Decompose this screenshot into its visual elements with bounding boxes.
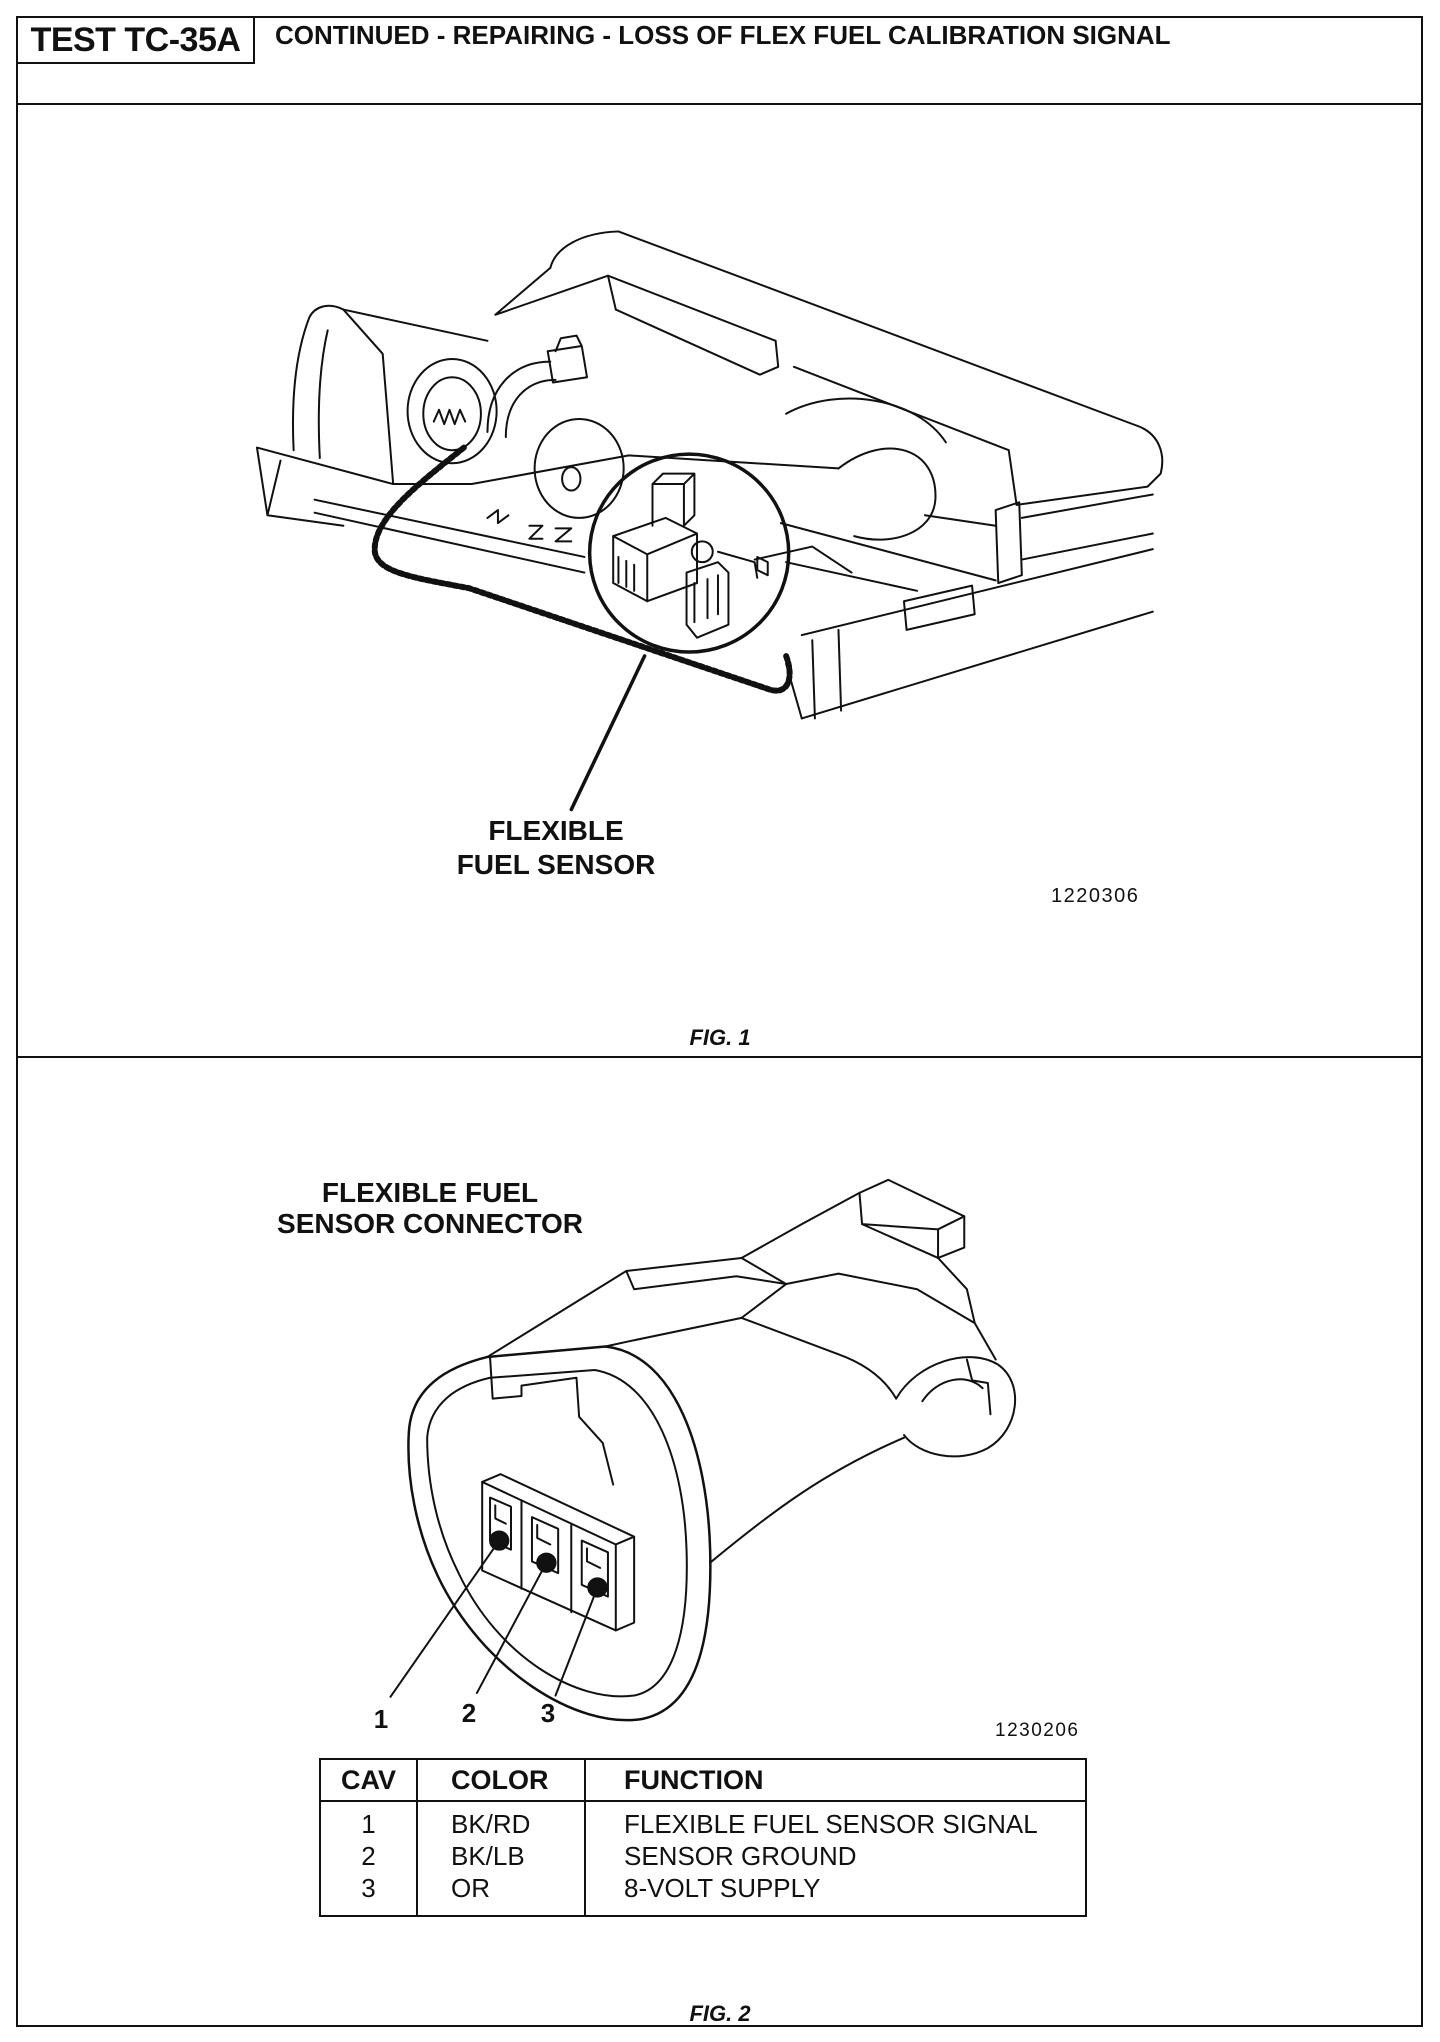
callout-leader-line xyxy=(571,656,644,810)
sensor-hose xyxy=(375,448,790,691)
color-cell: BK/LB xyxy=(416,1840,586,1872)
table-row: 1 BK/RD FLEXIBLE FUEL SENSOR SIGNAL xyxy=(319,1801,1087,1840)
cav-cell: 3 xyxy=(319,1872,418,1916)
table-header-function: FUNCTION xyxy=(584,1758,1087,1802)
fig1-callout-label: FLEXIBLE FUEL SENSOR xyxy=(457,814,656,882)
fig1-engine-illustration xyxy=(236,208,1179,833)
cav-cell: 2 xyxy=(319,1840,418,1872)
throttle-body xyxy=(408,359,497,463)
function-cell: 8-VOLT SUPPLY xyxy=(584,1872,1087,1916)
wire-seal-end xyxy=(896,1357,1015,1456)
callout-circle xyxy=(590,454,789,652)
terminal-block xyxy=(482,1474,634,1630)
fuel-rail xyxy=(315,500,585,573)
table-header-cav: CAV xyxy=(319,1758,418,1802)
header-divider xyxy=(16,103,1423,105)
front-latch xyxy=(490,1357,613,1485)
cavity-table: CAV COLOR FUNCTION 1 BK/RD FLEXIBLE FUEL… xyxy=(319,1758,1087,1917)
page-frame xyxy=(16,16,1423,2027)
table-header-color: COLOR xyxy=(416,1758,586,1802)
cavity-leader-2 xyxy=(477,1563,546,1693)
connector-title-line: FLEXIBLE FUEL xyxy=(321,1177,539,1208)
cavity-label-3: 3 xyxy=(540,1698,556,1728)
page-title: CONTINUED - REPAIRING - LOSS OF FLEX FUE… xyxy=(275,20,1171,50)
fig2-caption: FIG. 2 xyxy=(689,2001,751,2026)
throttle-spring xyxy=(434,410,465,424)
cavity-label-1: 1 xyxy=(373,1704,389,1734)
cavity-leader-1 xyxy=(390,1541,499,1697)
left-housing xyxy=(257,306,488,526)
cav-cell: 1 xyxy=(319,1801,418,1840)
cavity-1 xyxy=(490,1498,511,1550)
intake-port xyxy=(535,419,624,518)
color-cell: OR xyxy=(416,1872,586,1916)
connector-title-line: SENSOR CONNECTOR xyxy=(277,1208,583,1239)
callout-line: FLEXIBLE xyxy=(488,815,624,846)
table-header-row: CAV COLOR FUNCTION xyxy=(319,1758,1087,1802)
rear-latch xyxy=(786,1180,996,1360)
cavity-leader-3 xyxy=(556,1587,598,1695)
cavity-3 xyxy=(582,1541,608,1597)
vacuum-pipe xyxy=(487,336,587,438)
table-row: 3 OR 8-VOLT SUPPLY xyxy=(319,1872,1087,1916)
callout-line: FUEL SENSOR xyxy=(456,849,656,880)
fig2-connector-title: FLEXIBLE FUEL SENSOR CONNECTOR xyxy=(277,1177,583,1239)
function-cell: FLEXIBLE FUEL SENSOR SIGNAL xyxy=(584,1801,1087,1840)
function-cell: SENSOR GROUND xyxy=(584,1840,1087,1872)
test-id-box: TEST TC-35A xyxy=(16,16,255,64)
cavity-label-2: 2 xyxy=(461,1698,477,1728)
flex-fuel-sensor xyxy=(613,474,768,638)
intake-plenum xyxy=(393,231,1162,539)
connector-body xyxy=(408,1193,904,1720)
fig1-illustration-number: 1220306 xyxy=(1051,885,1140,907)
fig1-caption: FIG. 1 xyxy=(689,1025,751,1050)
fig2-illustration-number: 1230206 xyxy=(995,1720,1080,1741)
fig2-connector-illustration xyxy=(380,1159,1035,1732)
mounting-brackets xyxy=(755,494,1153,718)
table-row: 2 BK/LB SENSOR GROUND xyxy=(319,1840,1087,1872)
color-cell: BK/RD xyxy=(416,1801,586,1840)
figure-divider xyxy=(16,1056,1423,1058)
